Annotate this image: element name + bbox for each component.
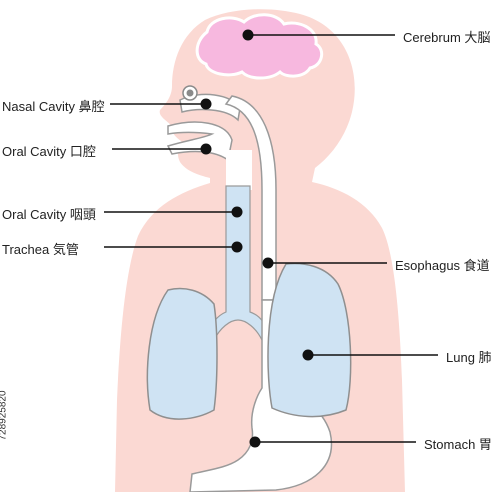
- dot-pharynx: [231, 206, 243, 218]
- dot-trachea: [231, 241, 243, 253]
- dot-nasal: [200, 98, 212, 110]
- leader-lines: [104, 34, 438, 443]
- label-pharynx: Oral Cavity 咽頭: [2, 207, 96, 222]
- dot-stomach: [249, 436, 261, 448]
- label-esophagus: Esophagus 食道: [395, 258, 490, 273]
- stock-id: 728925820: [0, 390, 9, 441]
- dot-lung: [302, 349, 314, 361]
- right-lung: [267, 262, 352, 418]
- eye-pupil: [186, 89, 194, 97]
- label-lung: Lung 肺: [446, 350, 492, 365]
- marker-dots: [200, 29, 314, 448]
- label-cerebrum: Cerebrum 大脳: [403, 30, 491, 45]
- dot-oral: [200, 143, 212, 155]
- pharynx-passage: [226, 150, 252, 190]
- throat-tube: [224, 95, 277, 301]
- left-lung: [146, 287, 218, 420]
- oral-cavity-shape: [166, 121, 233, 162]
- dot-esophagus: [262, 257, 274, 269]
- dot-cerebrum: [242, 29, 254, 41]
- label-nasal-cavity: Nasal Cavity 鼻腔: [2, 99, 105, 114]
- label-oral-cavity: Oral Cavity 口腔: [2, 144, 96, 159]
- label-stomach: Stomach 胃: [424, 437, 492, 452]
- cerebrum-brain: [195, 13, 324, 80]
- label-trachea: Trachea 気管: [2, 242, 79, 257]
